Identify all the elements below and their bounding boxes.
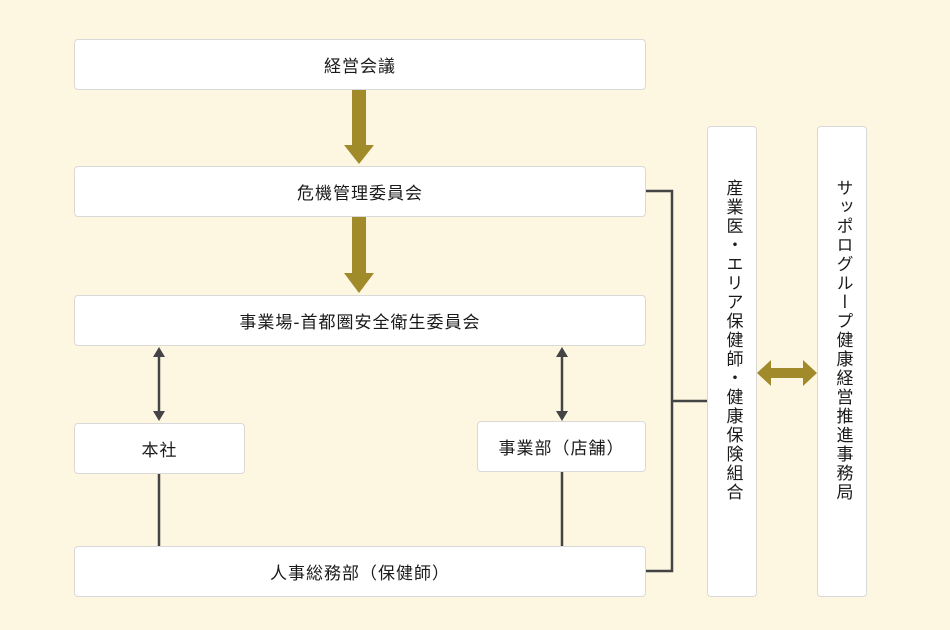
hr-department-label: 人事総務部（保健師） — [270, 564, 450, 584]
health-staff-box: 産業医・エリア保健師・健康保険組合 — [707, 126, 757, 597]
group-office-label: サッポログループ健康経営推進事務局 — [832, 179, 853, 502]
health-staff-label: 産業医・エリア保健師・健康保険組合 — [722, 179, 743, 502]
safety-committee-box: 事業場-首都圏安全衛生委員会 — [74, 295, 646, 346]
crisis-committee-box: 危機管理委員会 — [74, 166, 646, 217]
arrow-safety-headoffice — [153, 347, 165, 421]
bracket-to-health-staff — [646, 189, 707, 573]
arrow-safety-division — [556, 347, 568, 421]
head-office-box: 本社 — [74, 423, 245, 474]
arrow-crisis-to-safety — [344, 217, 374, 293]
safety-committee-label: 事業場-首都圏安全衛生委員会 — [239, 313, 481, 333]
group-office-box: サッポログループ健康経営推進事務局 — [817, 126, 867, 597]
business-division-box: 事業部（店舗） — [477, 421, 646, 472]
gold-double-arrow — [757, 360, 817, 386]
business-division-label: 事業部（店舗） — [498, 439, 625, 459]
management-meeting-label: 経営会議 — [324, 57, 396, 77]
management-meeting-box: 経営会議 — [74, 39, 646, 90]
head-office-label: 本社 — [141, 441, 178, 461]
arrow-meeting-to-crisis — [344, 90, 374, 164]
hr-department-box: 人事総務部（保健師） — [74, 546, 646, 597]
crisis-committee-label: 危機管理委員会 — [297, 184, 423, 204]
